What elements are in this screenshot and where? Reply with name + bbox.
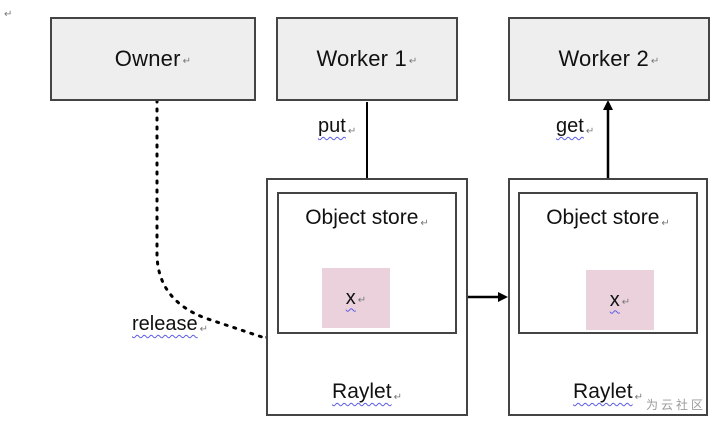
node1-object-x: x↵ (322, 268, 390, 328)
corner-paragraph-mark: ↵ (2, 2, 12, 20)
paragraph-mark: ↵ (408, 55, 418, 67)
paragraph-mark: ↵ (634, 392, 643, 403)
node1-container: Object store↵ x↵ Raylet↵ (266, 178, 468, 416)
node2-raylet: Raylet↵ (510, 380, 706, 404)
release-dotted-path (155, 98, 267, 340)
owner-label: Owner (114, 46, 181, 71)
node1-object-label: x (345, 286, 356, 309)
watermark-text: 为云社区 (646, 398, 707, 412)
node1-raylet-label: Raylet (332, 380, 392, 403)
put-label: put↵ (318, 115, 357, 137)
node2-object-store: Object store↵ x↵ (518, 192, 698, 334)
node1-object-store: Object store↵ x↵ (277, 192, 457, 334)
worker1-node: Worker 1↵ (276, 17, 458, 101)
node2-object-x: x↵ (586, 270, 654, 330)
release-text: release (132, 313, 198, 335)
node2-object-store-label: Object store (546, 206, 660, 229)
worker1-label: Worker 1 (316, 46, 407, 71)
node1-object-store-title: Object store↵ (279, 206, 455, 230)
node2-object-label: x (609, 288, 620, 311)
paragraph-mark: ↵ (420, 218, 429, 229)
node2-object-store-title: Object store↵ (520, 206, 696, 230)
paragraph-mark: ↵ (182, 55, 192, 67)
owner-node: Owner↵ (50, 17, 256, 101)
paragraph-mark: ↵ (585, 126, 595, 137)
paragraph-mark: ↵ (393, 392, 402, 403)
node1-object-store-label: Object store (305, 206, 419, 229)
paragraph-mark: ↵ (621, 296, 631, 308)
paragraph-mark: ↵ (4, 9, 13, 20)
worker2-node: Worker 2↵ (508, 17, 710, 101)
worker2-label: Worker 2 (558, 46, 649, 71)
watermark: 为云社区 (646, 396, 706, 413)
put-text: put (318, 115, 346, 137)
paragraph-mark: ↵ (357, 294, 367, 306)
get-text: get (556, 115, 584, 137)
node2-raylet-label: Raylet (573, 380, 633, 403)
node1-raylet: Raylet↵ (268, 380, 466, 404)
paragraph-mark: ↵ (199, 324, 208, 335)
paragraph-mark: ↵ (347, 126, 357, 137)
node2-container: Object store↵ x↵ Raylet↵ (508, 178, 708, 416)
get-label: get↵ (556, 115, 595, 137)
paragraph-mark: ↵ (650, 55, 660, 67)
release-label: release↵ (132, 313, 208, 335)
paragraph-mark: ↵ (661, 218, 670, 229)
